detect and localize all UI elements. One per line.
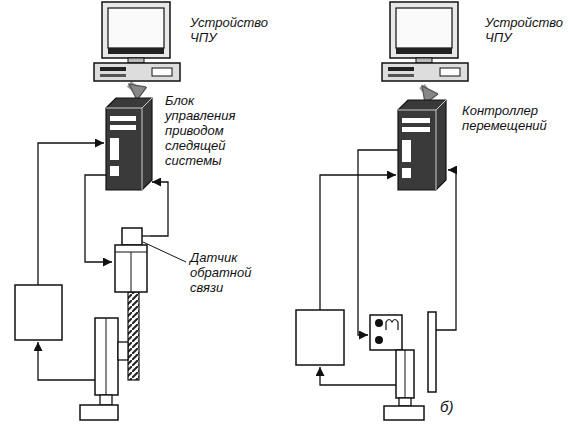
monitor-screen xyxy=(396,8,452,48)
panel-slot xyxy=(402,168,411,178)
cnc-computer: Устройство ЧПУ xyxy=(380,0,470,88)
drive-slot xyxy=(100,74,126,77)
workpiece xyxy=(80,405,118,420)
pc-outline xyxy=(382,2,468,81)
tower-edge xyxy=(398,100,446,190)
motor-outline xyxy=(115,228,150,292)
panel-slot xyxy=(110,138,119,160)
node-label: Контроллер перемещений xyxy=(462,103,562,133)
tower-outline xyxy=(398,100,446,190)
drive-bay xyxy=(402,127,430,132)
lead-screw xyxy=(128,292,139,380)
monitor-bezel xyxy=(396,48,452,54)
node-shape xyxy=(380,0,470,88)
screw-nut xyxy=(118,342,128,360)
motor-body xyxy=(115,245,147,292)
tower-outline xyxy=(106,98,152,190)
cnc-computer: Устройство ЧПУ xyxy=(92,0,182,88)
leader-line xyxy=(143,242,186,262)
slide-carriage xyxy=(95,318,118,395)
system-unit xyxy=(94,63,180,81)
motor-coil xyxy=(386,320,398,331)
node-label: Устройство ЧПУ xyxy=(190,15,272,45)
node-shape xyxy=(92,0,182,88)
tower-edge xyxy=(106,98,152,190)
figure-label: б) xyxy=(440,398,453,415)
panel-slot xyxy=(110,166,119,176)
node-shape xyxy=(112,228,150,292)
motion-controller: Контроллер перемещений xyxy=(398,100,446,190)
pc-outline xyxy=(94,2,180,81)
signal-wire xyxy=(38,342,95,380)
motor-terminal xyxy=(375,319,383,327)
tower-case xyxy=(398,100,446,190)
monitor-case xyxy=(102,2,170,58)
node-label: Блок управления приводом следящей систем… xyxy=(165,93,249,168)
panel xyxy=(440,68,460,76)
motor-axis xyxy=(131,252,132,292)
command-arrow xyxy=(129,84,137,90)
drive-slot xyxy=(100,67,126,71)
panel xyxy=(152,68,172,76)
drive-wire xyxy=(358,150,398,335)
node-label: Устройство ЧПУ xyxy=(485,15,567,45)
carriage-line xyxy=(405,350,406,398)
workpiece xyxy=(384,406,424,420)
monitor-bezel xyxy=(108,48,164,54)
drive-bay xyxy=(110,125,136,130)
tool-holder xyxy=(399,398,411,406)
signal-wire xyxy=(320,367,396,385)
linear-scale xyxy=(428,312,436,392)
signal-connector xyxy=(150,182,168,236)
motor-terminal xyxy=(375,336,383,344)
monitor-screen xyxy=(108,8,164,48)
sensor-body xyxy=(122,228,142,245)
monitor-case xyxy=(390,2,458,58)
node-shape xyxy=(398,100,446,190)
servo-motor: Датчик обратной связи xyxy=(112,228,150,292)
command-arrow xyxy=(422,86,425,90)
feedback-box xyxy=(15,285,62,340)
node-shape xyxy=(106,98,152,190)
tower-case xyxy=(106,98,152,190)
signal-wire xyxy=(38,143,104,285)
drive-bay xyxy=(402,118,430,123)
panel-slot xyxy=(402,140,411,162)
sensor-wire xyxy=(142,235,150,236)
servo-drive-unit: Блок управления приводом следящей систем… xyxy=(106,98,152,190)
system-unit xyxy=(382,63,468,81)
feedback-box xyxy=(296,310,344,365)
slide-carriage xyxy=(396,350,414,398)
linear-motor xyxy=(370,315,402,350)
tool-holder xyxy=(100,395,112,405)
drive-slot xyxy=(388,74,414,77)
signal-wire xyxy=(436,170,456,330)
node-label: Датчик обратной связи xyxy=(190,250,270,295)
drive-bay xyxy=(110,116,136,121)
drive-slot xyxy=(388,67,414,71)
carriage-line xyxy=(106,318,107,395)
